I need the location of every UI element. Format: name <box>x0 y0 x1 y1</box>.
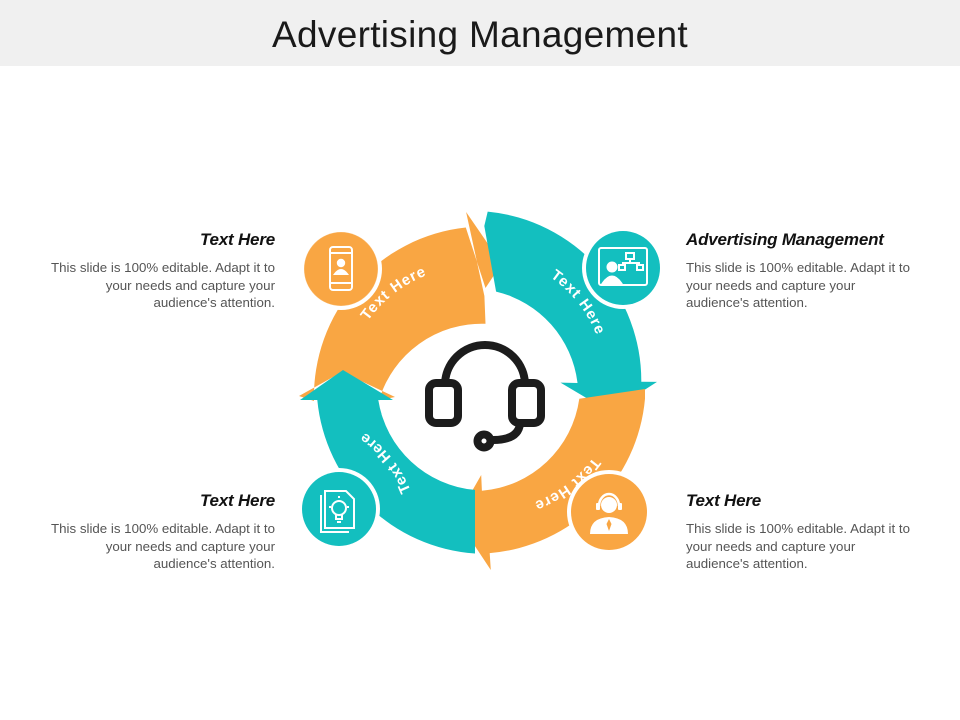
node-agent <box>567 470 651 554</box>
cycle-segment-2 <box>484 211 657 412</box>
idea-document-icon <box>320 490 355 533</box>
text-block-top-right: Advertising Management This slide is 100… <box>686 230 921 312</box>
node-presentation <box>582 227 664 309</box>
text-block-top-left: Text Here This slide is 100% editable. A… <box>40 230 275 312</box>
text-block-bottom-left: Text Here This slide is 100% editable. A… <box>40 491 275 573</box>
presentation-board-icon <box>598 247 648 286</box>
block-body: This slide is 100% editable. Adapt it to… <box>51 521 275 571</box>
headset-icon <box>425 341 545 452</box>
block-body: This slide is 100% editable. Adapt it to… <box>686 521 910 571</box>
node-mobile <box>300 228 382 310</box>
block-heading: Text Here <box>199 491 275 510</box>
mobile-user-icon <box>329 246 353 291</box>
cycle-segment-3 <box>456 389 645 570</box>
cycle-segment-1 <box>299 212 502 401</box>
title-bar <box>0 0 960 66</box>
cycle-segment-4 <box>300 370 475 559</box>
block-heading: Advertising Management <box>686 230 884 249</box>
block-body: This slide is 100% editable. Adapt it to… <box>686 260 910 310</box>
node-idea <box>298 468 380 550</box>
text-block-bottom-right: Text Here This slide is 100% editable. A… <box>686 491 921 573</box>
support-agent-icon <box>590 492 628 534</box>
block-body: This slide is 100% editable. Adapt it to… <box>51 260 275 310</box>
block-heading: Text Here <box>199 230 275 249</box>
block-heading: Text Here <box>686 491 762 510</box>
page-title: Advertising Management <box>272 14 688 55</box>
